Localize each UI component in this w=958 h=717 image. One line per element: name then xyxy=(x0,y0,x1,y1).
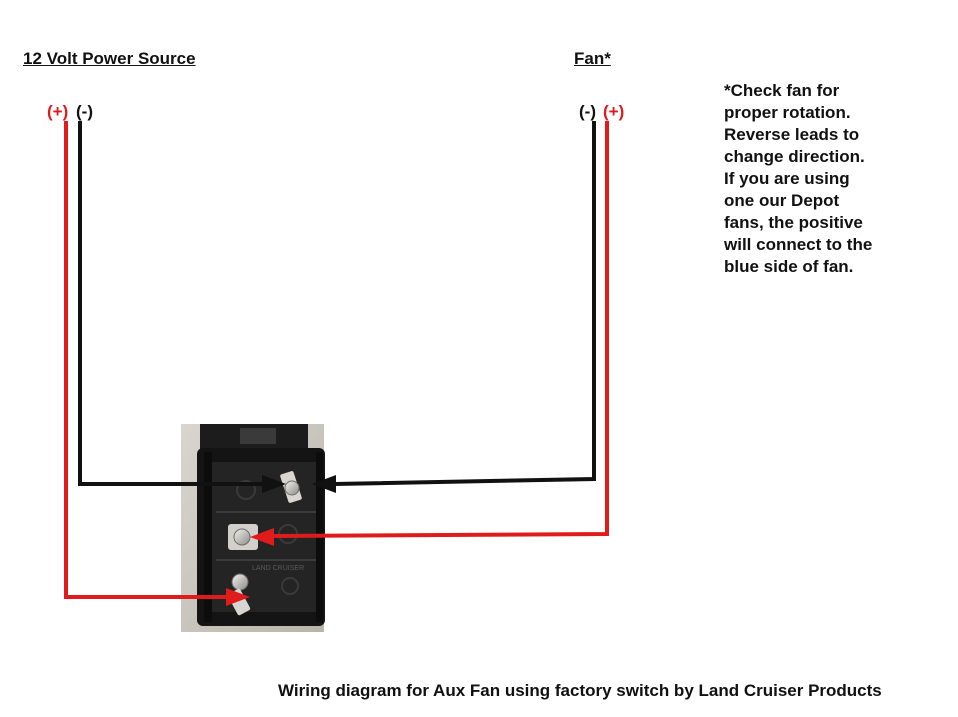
diagram-caption: Wiring diagram for Aux Fan using factory… xyxy=(278,681,882,700)
switch-marking: LAND CRUISER xyxy=(252,565,304,572)
fan-negative-label: (-) xyxy=(579,102,596,121)
fan-positive-label: (+) xyxy=(603,102,625,121)
note-line: blue side of fan. xyxy=(724,257,854,276)
power-positive-wire xyxy=(64,121,230,599)
note-line: change direction. xyxy=(724,147,865,166)
top-terminal xyxy=(280,471,302,503)
power-source-title: 12 Volt Power Source xyxy=(23,49,196,68)
fan-negative-wire xyxy=(333,121,596,486)
note-line: one our Depot xyxy=(724,191,840,210)
fan-negative-arrowhead xyxy=(312,475,336,493)
fan-title: Fan* xyxy=(574,49,611,68)
middle-terminal xyxy=(228,524,258,550)
fan-positive-arrowhead xyxy=(250,528,274,546)
power-positive-arrowhead xyxy=(226,588,250,606)
power-negative-arrowhead xyxy=(262,475,286,493)
fan-rotation-note: *Check fan for proper rotation. Reverse … xyxy=(724,80,924,278)
switch-left-rail xyxy=(204,452,212,622)
switch-mount-hole xyxy=(281,577,299,595)
note-line: Reverse leads to xyxy=(724,125,860,144)
note-line: will connect to the xyxy=(724,235,873,254)
note-line: fans, the positive xyxy=(724,213,863,232)
power-negative-wire xyxy=(78,121,268,486)
note-line: *Check fan for xyxy=(724,81,840,100)
rocker-switch: LAND CRUISER xyxy=(181,424,325,632)
fan-positive-wire xyxy=(269,121,609,538)
note-line: proper rotation. xyxy=(724,103,851,122)
switch-mount-hole xyxy=(236,480,256,500)
note-line: If you are using xyxy=(724,169,850,188)
switch-rocker-tab xyxy=(240,428,276,444)
power-negative-label: (-) xyxy=(76,102,93,121)
power-positive-label: (+) xyxy=(47,102,69,121)
